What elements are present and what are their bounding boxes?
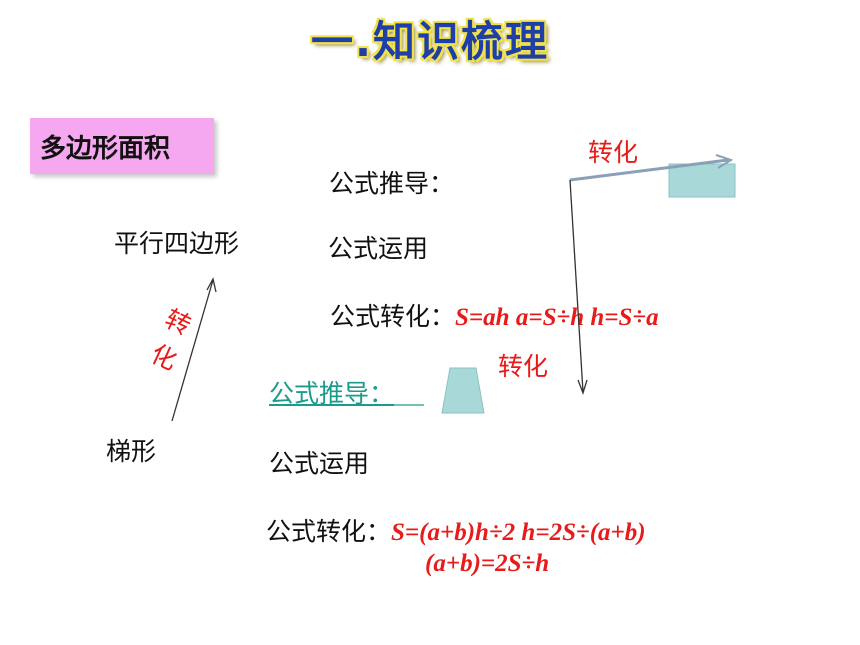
trapezoid-formula-line2: (a+b)=2S÷h (425, 550, 550, 577)
trapezoid-transform: 公式转化：S=(a+b)h÷2 h=2S÷(a+b) (266, 512, 646, 548)
arrowhead-down (577, 379, 588, 395)
parallelogram-apply: 公式运用 (328, 234, 429, 263)
parallelogram-derive: 公式推导： (329, 169, 455, 198)
convert-label-middle: 转化 (498, 352, 549, 381)
parallelogram-label: 平行四边形 (114, 229, 240, 258)
transform-label: 公式转化： (330, 302, 456, 331)
page-title: 一.知识梳理 (311, 17, 549, 66)
trapezoid-shape (441, 367, 485, 414)
convert-label-top: 转化 (588, 138, 639, 167)
arrow-up-left (171, 279, 214, 422)
trapezoid-formula-line1: S=(a+b)h÷2 h=2S÷(a+b) (391, 519, 646, 546)
trapezoid-apply: 公式运用 (269, 449, 370, 478)
rectangle-shape (668, 163, 736, 198)
arrow-down (569, 179, 584, 393)
trapezoid-label: 梯形 (106, 437, 157, 466)
parallelogram-transform: 公式转化：S=ah a=S÷h h=S÷a (330, 297, 659, 333)
trapezoid-derive-link[interactable]: 公式推导： (269, 379, 395, 408)
arrow-to-rectangle (569, 158, 729, 182)
arrowhead-up-left (206, 277, 217, 293)
transform-label: 公式转化： (266, 517, 392, 546)
parallelogram-formulas: S=ah a=S÷h h=S÷a (455, 304, 659, 331)
arrowhead-rectangle (715, 154, 734, 169)
section-badge: 多边形面积 (30, 118, 214, 174)
